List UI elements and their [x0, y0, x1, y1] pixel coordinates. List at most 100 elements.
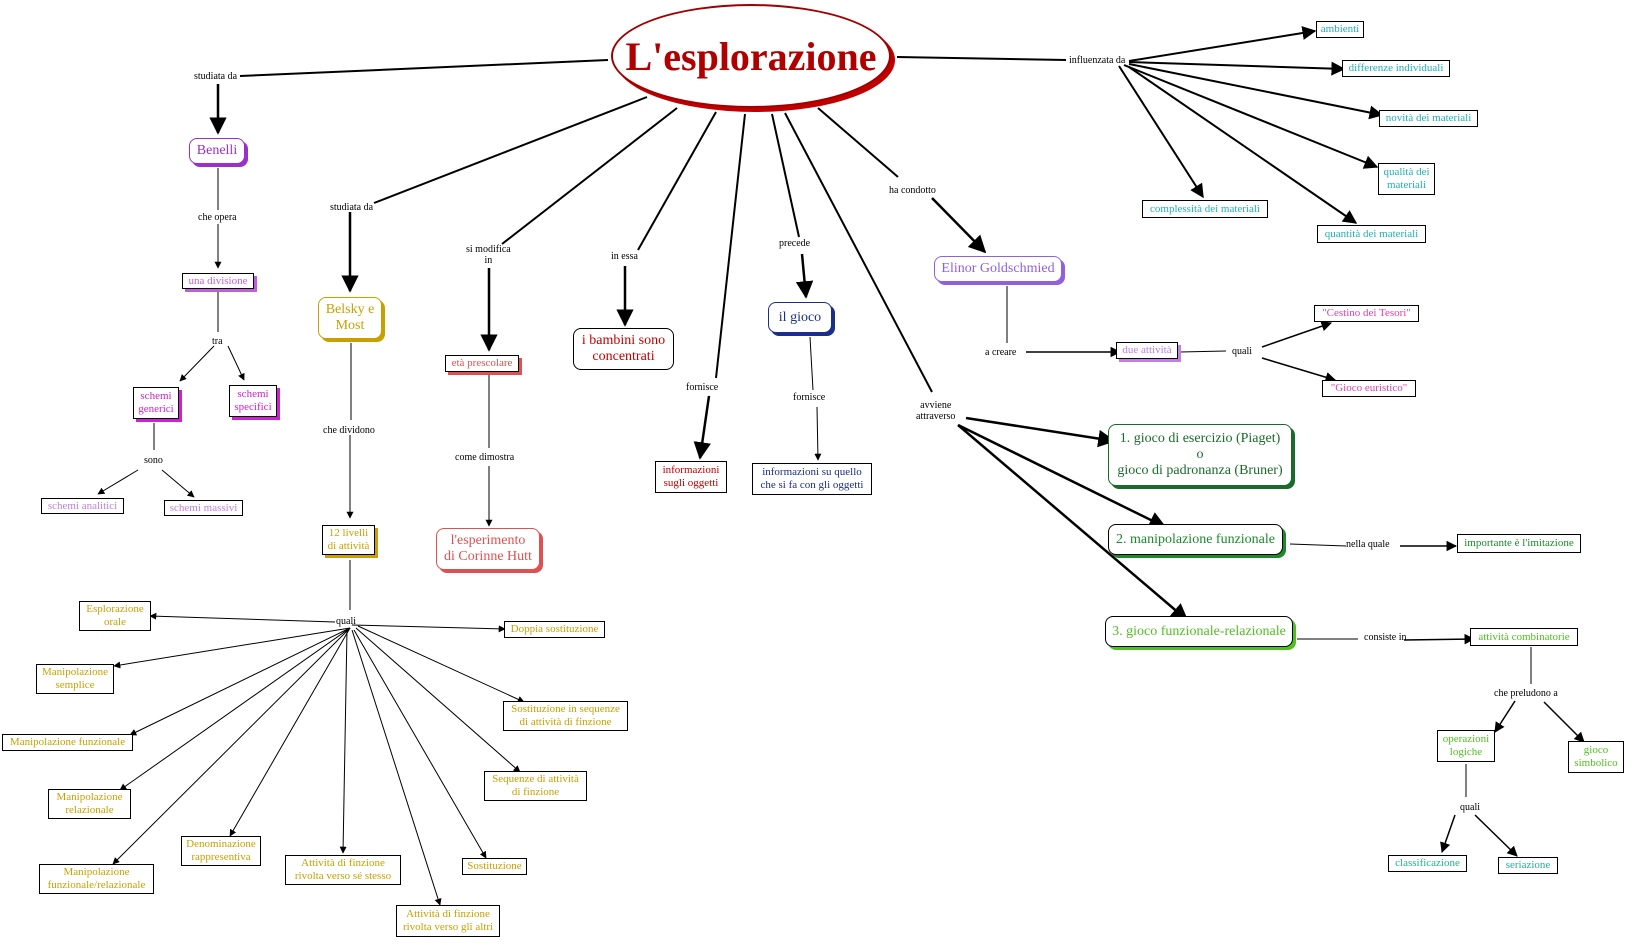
node-sostituzione[interactable]: Sostituzione: [462, 858, 527, 875]
node-gioco-esercizio[interactable]: 1. gioco di esercizio (Piaget) o gioco d…: [1108, 424, 1292, 486]
node-attivita-se-stesso[interactable]: Attività di finzione rivolta verso sé st…: [285, 855, 401, 885]
connector-line-26: [357, 625, 525, 703]
node-informazioni-oggetti[interactable]: informazioni sugli oggetti: [655, 461, 727, 493]
node-elinor-goldschmied[interactable]: Elinor Goldschmied: [934, 256, 1062, 282]
link-label-che-dividono: che dividono: [323, 425, 375, 436]
connector-line-23: [351, 629, 442, 906]
node-gioco-funzionale-relazionale[interactable]: 3. gioco funzionale-relazionale: [1105, 616, 1293, 647]
connector-line-31: [637, 111, 717, 251]
node-una-divisione[interactable]: una divisione: [182, 273, 254, 289]
connector-line-9: [161, 469, 195, 498]
node-schemi-analitici[interactable]: schemi analitici: [41, 498, 124, 514]
connector-line-40: [931, 197, 987, 254]
connector-line-25: [355, 627, 521, 773]
connector-line-50: [1289, 543, 1347, 547]
connector-line-35: [771, 113, 800, 238]
connector-line-58: [1440, 814, 1456, 853]
node-gioco-simbolico[interactable]: gioco simbolico: [1568, 741, 1624, 773]
node-attivita-combinatorie[interactable]: attività combinatorie: [1470, 628, 1578, 646]
connector-line-61: [1128, 26, 1317, 62]
node-due-attivita[interactable]: due attività: [1116, 342, 1178, 359]
node-quantita-materiali[interactable]: quantità dei materiali: [1317, 225, 1426, 243]
connector-line-16: [351, 624, 506, 633]
node-doppia-sostituzione[interactable]: Doppia sostituzione: [504, 621, 605, 638]
link-label-in-essa: in essa: [611, 251, 638, 262]
link-label-precede: precede: [779, 238, 811, 249]
node-gioco-euristico[interactable]: "Gioco euristico": [1322, 380, 1416, 397]
connector-line-53: [1403, 633, 1476, 645]
link-label-avviene-attraverso: avviene attraverso: [916, 400, 956, 422]
link-label-che-preludono-a: che preludono a: [1494, 688, 1558, 699]
connector-line-10: [373, 96, 648, 204]
link-label-studiata-da-2: studiata da: [330, 202, 374, 213]
node-schemi-generici[interactable]: schemi generici: [133, 387, 179, 419]
node-belsky-most[interactable]: Belsky e Most: [318, 297, 382, 339]
node-sostituzione-sequenze[interactable]: Sostituzione in sequenze di attività di …: [503, 701, 628, 731]
node-qualita-materiali[interactable]: qualità dei materiali: [1378, 163, 1435, 195]
node-complessita-materiali[interactable]: complessità dei materiali: [1142, 200, 1268, 218]
node-schemi-specifici[interactable]: schemi specifici: [229, 385, 277, 417]
connector-line-8: [97, 469, 139, 495]
connector-line-21: [229, 627, 351, 837]
connector-line-22: [339, 629, 348, 854]
connector-line-56: [1543, 701, 1585, 743]
node-operazioni-logiche[interactable]: operazioni logiche: [1437, 730, 1495, 762]
node-informazioni-quello[interactable]: informazioni su quello che si fa con gli…: [752, 463, 872, 495]
node-corinne-hutt[interactable]: l'esperimento di Corinne Hutt: [436, 528, 540, 570]
node-cestino-tesori[interactable]: "Cestino dei Tesori": [1314, 305, 1419, 322]
node-esplorazione-orale[interactable]: Esplorazione orale: [79, 601, 151, 631]
main-title-ellipse[interactable]: L'esplorazione: [611, 4, 891, 108]
node-seriazione[interactable]: seriazione: [1498, 857, 1558, 874]
connector-line-39: [817, 107, 899, 178]
connector-line-66: [1128, 66, 1358, 224]
connector-line-37: [809, 336, 814, 391]
node-attivita-altri[interactable]: Attività di finzione rivolta verso gli a…: [396, 905, 500, 937]
link-label-nella-quale: nella quale: [1346, 539, 1390, 550]
node-ambienti[interactable]: ambienti: [1316, 21, 1364, 38]
node-manipolazione-semplice[interactable]: Manipolazione semplice: [36, 664, 114, 694]
link-label-ha-condotto: ha condotto: [889, 185, 936, 196]
node-differenze-individuali[interactable]: differenze individuali: [1342, 60, 1450, 77]
connector-line-15: [149, 612, 336, 623]
link-label-quali-2: quali: [1232, 346, 1252, 357]
connector-line-47: [965, 416, 1116, 448]
link-label-sono: sono: [144, 455, 163, 466]
connector-line-64: [1123, 64, 1379, 169]
connector-line-5: [179, 345, 215, 382]
connector-line-27: [501, 107, 678, 245]
node-benelli[interactable]: Benelli: [189, 138, 245, 164]
connector-line-48: [957, 423, 1167, 529]
link-label-influenzata-da: influenzata da: [1069, 55, 1126, 66]
link-label-a-creare: a creare: [985, 347, 1017, 358]
connector-line-17: [113, 627, 351, 669]
connector-line-55: [1494, 700, 1516, 733]
node-bambini-concentrati[interactable]: i bambini sono concentrati: [573, 328, 674, 370]
node-manipolazione-funzionale-relazionale[interactable]: Manipolazione funzionale/relazionale: [39, 864, 154, 894]
node-eta-prescolare[interactable]: età prescolare: [445, 355, 519, 372]
link-label-che-opera: che opera: [198, 212, 237, 223]
connector-line-45: [1261, 357, 1337, 383]
node-manipolazione-relazionale[interactable]: Manipolazione relazionale: [48, 789, 131, 819]
node-il-gioco[interactable]: il gioco: [768, 302, 832, 333]
node-schemi-massivi[interactable]: schemi massivi: [164, 500, 243, 516]
connector-line-34: [693, 395, 711, 460]
node-novita-materiali[interactable]: novità dei materiali: [1379, 110, 1478, 127]
link-label-come-dimostra: come dimostra: [455, 452, 515, 463]
node-sequenze-finzione[interactable]: Sequenze di attività di finzione: [484, 771, 587, 801]
node-manipolazione-funzionale[interactable]: Manipolazione funzionale: [2, 734, 133, 751]
connector-line-38: [814, 406, 822, 461]
node-imitazione[interactable]: importante è l'imitazione: [1457, 534, 1581, 553]
connector-line-36: [795, 253, 814, 299]
connector-line-6: [227, 345, 245, 381]
node-12-livelli[interactable]: 12 livelli di attività: [322, 525, 375, 555]
connector-line-65: [1118, 65, 1204, 199]
connector-line-59: [1474, 814, 1518, 857]
link-label-fornisce-2: fornisce: [793, 392, 826, 403]
node-manipolazione-funzionale-2[interactable]: 2. manipolazione funzionale: [1108, 524, 1283, 555]
node-classificazione[interactable]: classificazione: [1388, 855, 1467, 872]
connector-line-44: [1261, 321, 1332, 348]
node-denominazione-rappresentiva[interactable]: Denominazione rappresentiva: [181, 836, 261, 866]
connector-line-33: [715, 113, 746, 379]
